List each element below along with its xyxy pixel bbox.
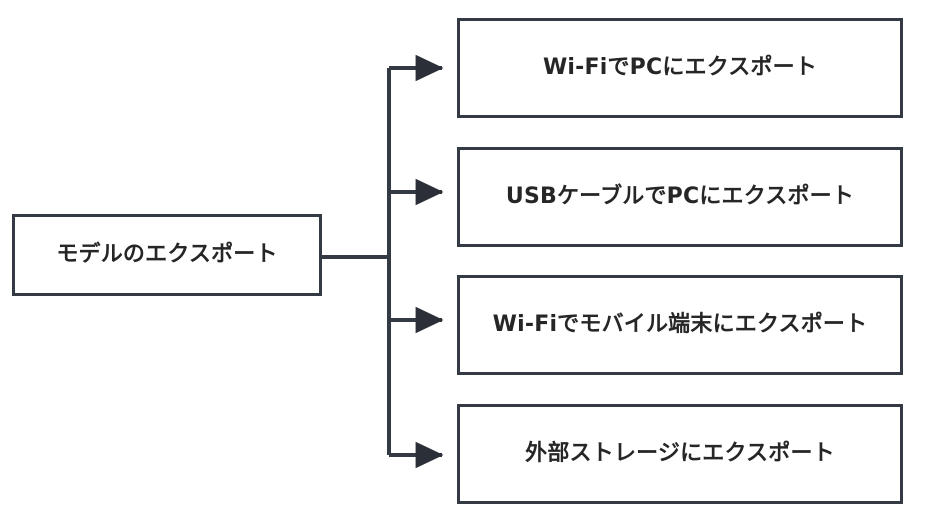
branch-node-label: Wi-FiでPCにエクスポート — [542, 54, 818, 80]
branch-node-label: USBケーブルでPCにエクスポート — [505, 183, 855, 209]
branch-node-label: Wi-Fiでモバイル端末にエクスポート — [492, 311, 868, 337]
branch-node-usb-pc[interactable]: USBケーブルでPCにエクスポート — [457, 147, 903, 247]
branch-node-external-storage[interactable]: 外部ストレージにエクスポート — [457, 404, 903, 504]
root-node-label: モデルのエクスポート — [56, 241, 278, 267]
branch-node-label: 外部ストレージにエクスポート — [525, 440, 835, 466]
branch-node-wifi-pc[interactable]: Wi-FiでPCにエクスポート — [457, 18, 903, 118]
branch-node-wifi-mobile[interactable]: Wi-Fiでモバイル端末にエクスポート — [457, 275, 903, 375]
root-node[interactable]: モデルのエクスポート — [12, 214, 322, 296]
